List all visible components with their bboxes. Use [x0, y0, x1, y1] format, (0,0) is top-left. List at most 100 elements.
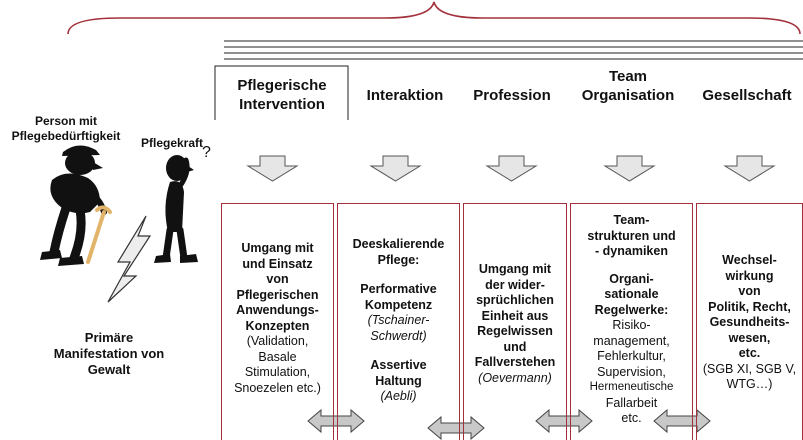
header-team-organisation: Team Organisation [566, 67, 690, 105]
caregiver-icon: ? [154, 144, 211, 263]
col4-line: Risiko- [612, 318, 651, 332]
header-text: Organisation [581, 87, 675, 104]
column-3-text: Umgang mit der wider- sprüchlichen Einhe… [463, 262, 567, 386]
column-team-organisation [570, 203, 693, 440]
column-2-text: Deeskalierende Pflege: Performative Komp… [337, 237, 460, 405]
column-interaktion [337, 203, 460, 440]
header-interaktion: Interaktion [350, 86, 460, 105]
col5-line: (SGB XI, SGB V, [702, 361, 797, 376]
col1-line: von [266, 272, 289, 286]
col4-line: Supervision, [597, 364, 666, 379]
col4-line: - dynamiken [595, 244, 668, 258]
label-text: Pflegebedürftigkeit [11, 129, 121, 143]
elderly-person-icon [40, 145, 107, 266]
header-text: Profession [473, 87, 551, 104]
curly-brace-icon [67, 1, 801, 35]
down-arrow-icon [603, 155, 656, 182]
column-profession [463, 203, 567, 440]
header-text: Pflegerische [237, 77, 327, 94]
column-4-text: Team- strukturen und - dynamiken Organi-… [570, 213, 693, 427]
col2-line: Haltung [375, 373, 422, 388]
double-arrow-icon [427, 415, 485, 440]
col3-line: (Oevermann) [478, 370, 552, 385]
label-text: Pflegekraft [140, 136, 204, 150]
col5-line: Politik, Recht, [708, 299, 791, 314]
col1-line: (Validation, [246, 334, 309, 348]
col2-line: (Tschainer- [367, 313, 430, 327]
column-1-text: Umgang mit und Einsatz von Pflegerischen… [221, 241, 334, 396]
col3-line: der wider- [485, 277, 545, 292]
col3-line: Einheit aus [481, 308, 549, 323]
double-arrow-icon [535, 408, 593, 434]
down-arrow-icon [485, 155, 538, 182]
col3-line: und [503, 339, 527, 354]
header-gesellschaft: Gesellschaft [694, 86, 800, 105]
col4-line: Organi- [609, 271, 654, 286]
col1-line: Konzepten [245, 318, 310, 333]
double-arrow-icons [307, 408, 711, 440]
col1-line: Anwendungs- [236, 303, 319, 317]
label-text: Primäre [84, 330, 134, 345]
col4-line: management, [593, 333, 670, 348]
double-arrow-icon [653, 408, 711, 434]
lightning-icon [107, 215, 152, 303]
col4-line: sationale [604, 287, 659, 301]
spacer [337, 344, 460, 358]
spacer [337, 268, 460, 282]
col3-line: Regelwissen [477, 324, 553, 338]
down-arrow-icon [723, 155, 776, 182]
header-text: Intervention [239, 96, 325, 113]
col3-line: sprüchlichen [476, 293, 554, 307]
down-arrow-icons [246, 155, 776, 182]
label-text: Gewalt [87, 362, 131, 377]
col2-line: (Aebli) [380, 389, 417, 403]
header-stack-lines [214, 40, 803, 120]
col1-line: Umgang mit [241, 241, 314, 255]
col1-line: Basale [258, 349, 297, 364]
header-text: Team [608, 68, 648, 85]
double-arrow-icon [307, 408, 365, 434]
column-5-text: Wechsel- wirkung von Politik, Recht, Ges… [696, 253, 803, 393]
spacer [570, 260, 693, 272]
col5-line: wesen, [728, 330, 771, 345]
col2-line: Deeskalierende [352, 237, 445, 251]
column-pflegerische-intervention [221, 203, 334, 440]
header-pflegerische-intervention: Pflegerische Intervention [218, 76, 346, 114]
col4-line: Team- [613, 213, 650, 227]
down-arrow-icon [246, 155, 299, 182]
col2-line: Assertive [370, 358, 427, 372]
col5-line: Wechsel- [722, 253, 777, 267]
col4-line: Regelwerke: [594, 302, 669, 317]
header-profession: Profession [462, 86, 562, 105]
svg-text:?: ? [202, 144, 211, 161]
col2-line: Kompetenz [364, 297, 433, 312]
col1-line: Snoezelen etc.) [234, 380, 321, 395]
col3-line: Fallverstehen [474, 355, 556, 369]
col2-line: Performative [360, 282, 437, 296]
person-label: Person mit Pflegebedürftigkeit [0, 114, 132, 144]
col4-line: Fehlerkultur, [597, 349, 666, 363]
col5-line: wirkung [725, 268, 774, 283]
col4-line: etc. [621, 411, 642, 425]
col5-line: WTG…) [726, 377, 773, 391]
col1-line: Stimulation, [244, 365, 311, 379]
col5-line: etc. [738, 346, 761, 360]
down-arrow-icon [369, 155, 422, 182]
col4-line: Hermeneutische [589, 381, 674, 393]
col2-line: Schwerdt) [370, 328, 427, 343]
col5-line: Gesundheits- [709, 315, 790, 329]
col2-line: Pflege: [377, 252, 420, 267]
header-text: Gesellschaft [702, 87, 792, 104]
label-text: Person mit [34, 114, 97, 128]
col3-line: Umgang mit [478, 262, 552, 276]
caregiver-label: Pflegekraft [132, 136, 212, 151]
cane-icon [86, 210, 106, 264]
header-text: Interaktion [366, 87, 444, 104]
label-text: Manifestation von [53, 346, 165, 361]
primary-manifestation-label: Primäre Manifestation von Gewalt [14, 330, 204, 378]
col4-line: Fallarbeit [605, 395, 658, 410]
col5-line: von [738, 284, 761, 298]
col1-line: und Einsatz [242, 256, 313, 271]
col1-line: Pflegerischen [236, 287, 319, 302]
